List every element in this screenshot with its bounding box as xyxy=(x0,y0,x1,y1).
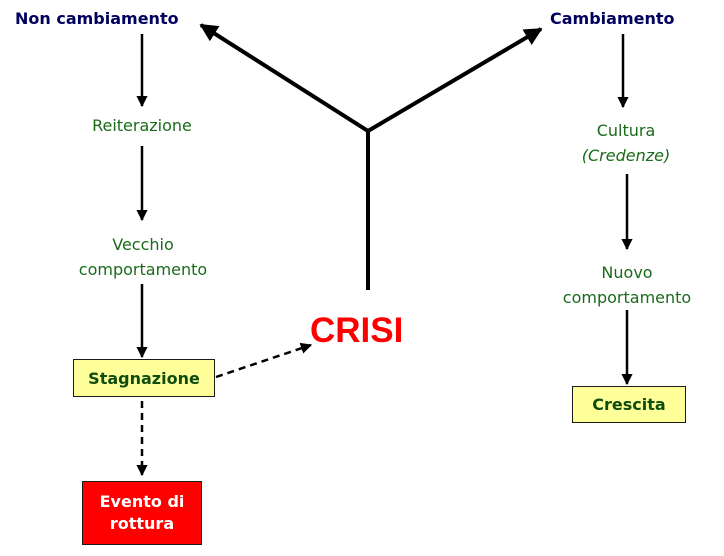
reiterazione-text: Reiterazione xyxy=(92,116,192,135)
crescita-box: Crescita xyxy=(572,386,686,423)
dashed-arrow-stagnazione-to-crisi xyxy=(215,342,313,379)
vecchio-line2: comportamento xyxy=(78,259,208,279)
cultura-line1: Cultura xyxy=(596,121,656,140)
nuovo-line1: Nuovo xyxy=(601,263,653,282)
reiterazione-label: Reiterazione xyxy=(84,118,200,134)
nuovo-line2: comportamento xyxy=(562,287,692,307)
evento-line1: Evento di xyxy=(99,492,185,512)
nuovo-comportamento-label: Nuovo comportamento xyxy=(548,261,706,311)
stagnazione-box: Stagnazione xyxy=(73,359,215,397)
vecchio-comportamento-label: Vecchio comportamento xyxy=(64,233,222,283)
evento-di-rottura-box: Evento di rottura xyxy=(82,481,202,545)
non-cambiamento-title: Non cambiamento xyxy=(15,9,179,28)
arrow-to-cambiamento xyxy=(366,27,543,133)
arrow-to-non-cambiamento xyxy=(199,23,370,133)
cultura-label: Cultura (Credenze) xyxy=(566,119,686,169)
cambiamento-title: Cambiamento xyxy=(550,9,675,28)
vecchio-line1: Vecchio xyxy=(112,235,174,254)
evento-line2: rottura xyxy=(109,514,175,533)
crisi-label: CRISI xyxy=(310,311,404,350)
credenze-line2: (Credenze) xyxy=(581,145,671,165)
